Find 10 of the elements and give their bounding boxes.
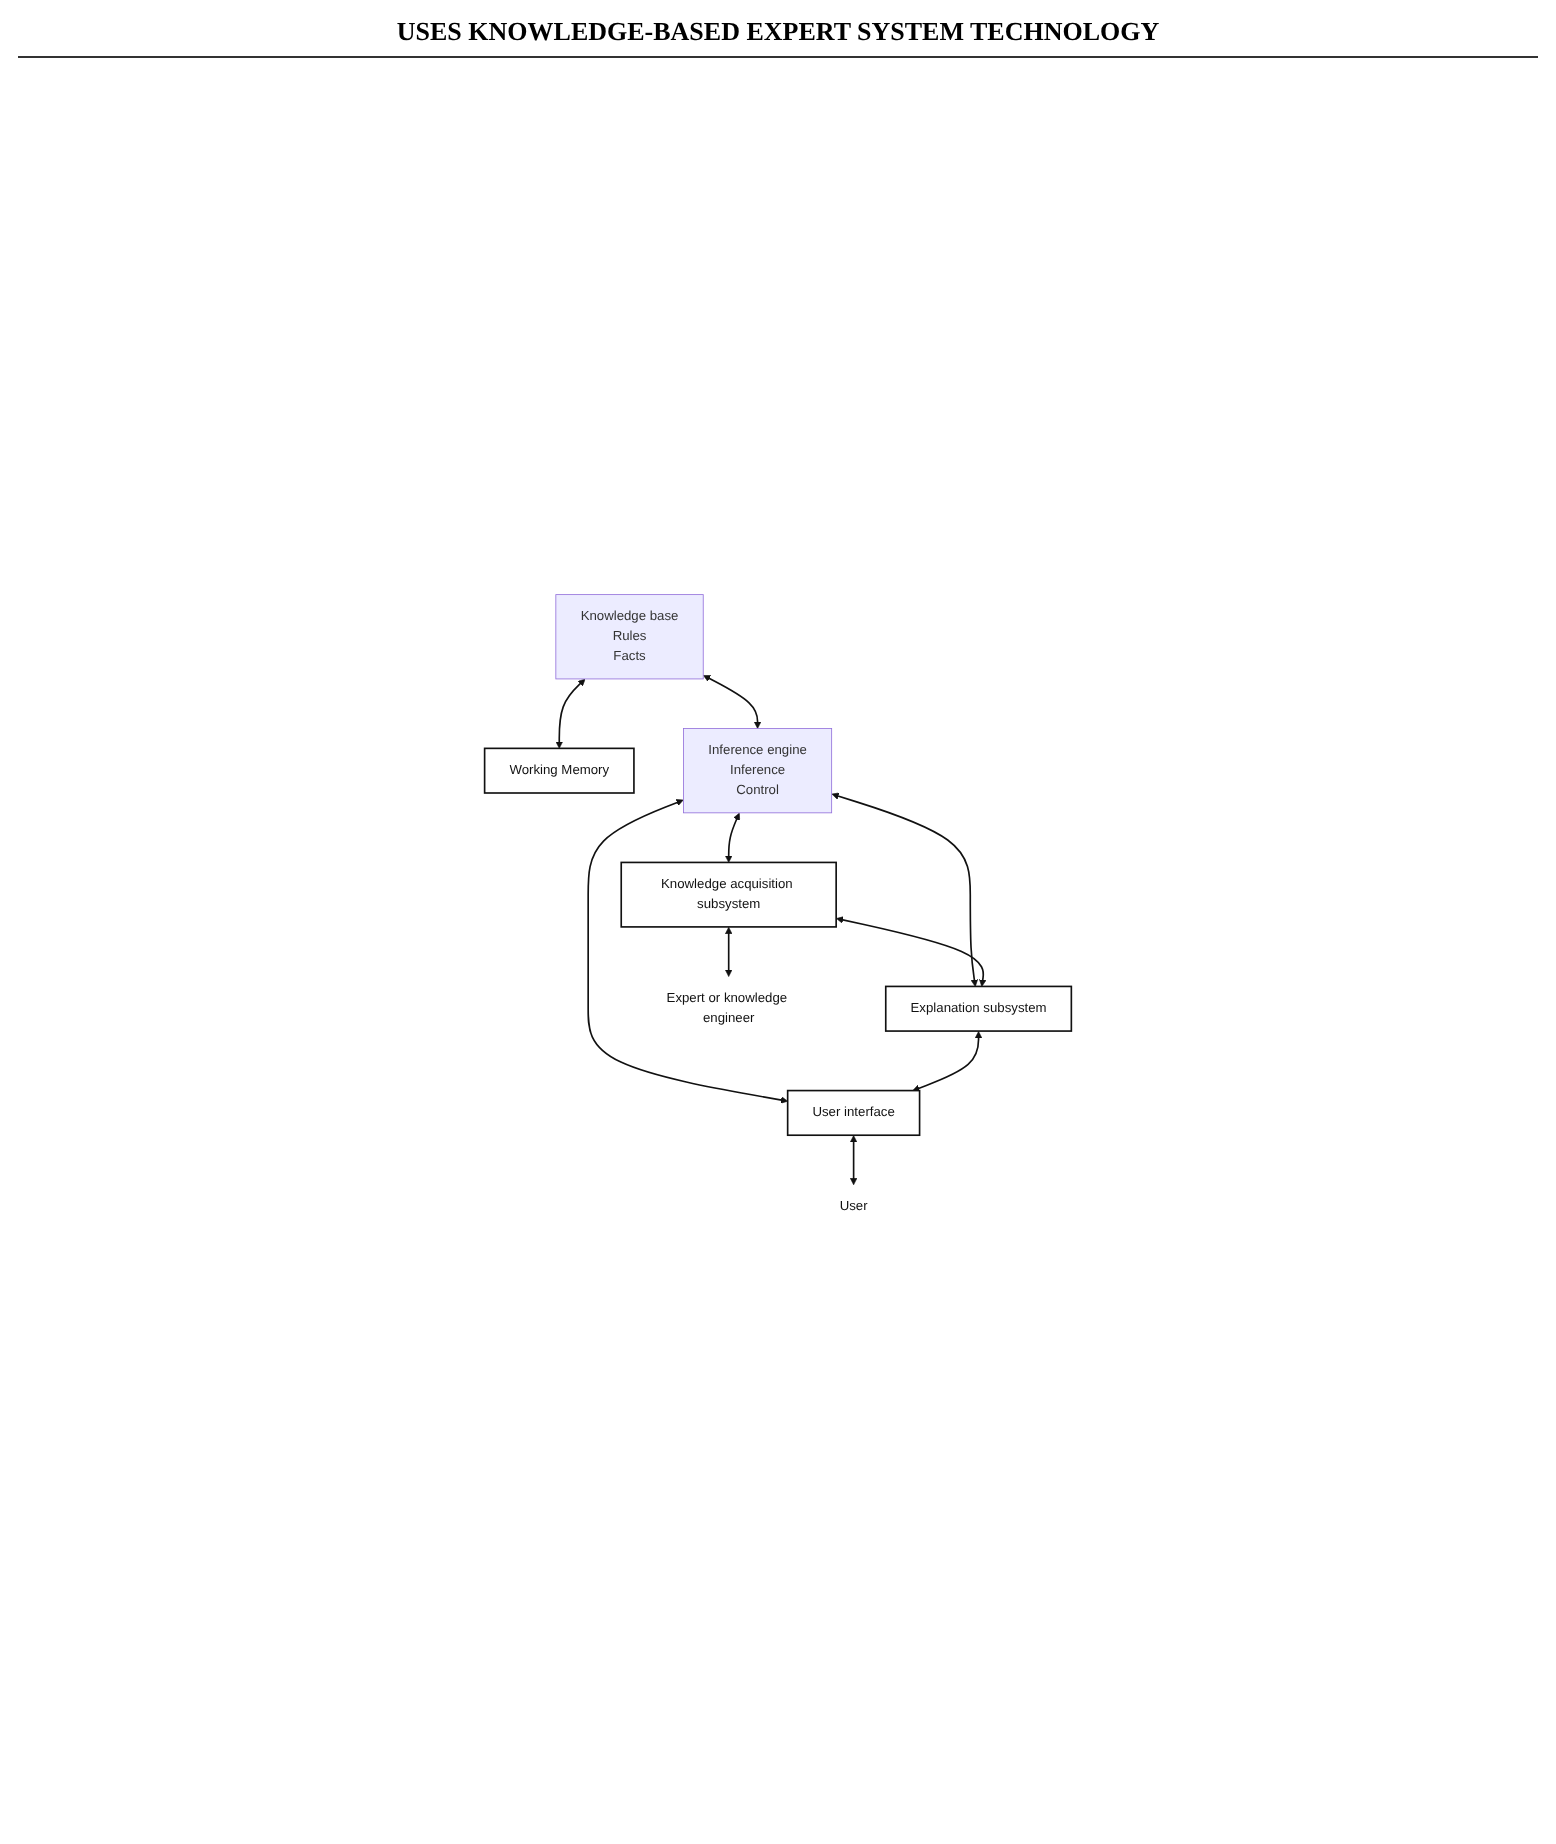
arrow xyxy=(587,800,788,1105)
arrow xyxy=(836,917,987,988)
diagram-title: USES KNOWLEDGE-BASED EXPERT SYSTEM TECHNOLOGY xyxy=(394,14,1162,50)
arrow xyxy=(725,927,733,978)
arrow xyxy=(555,679,586,750)
arrow xyxy=(831,793,978,988)
arrow xyxy=(912,1032,983,1093)
arrow xyxy=(725,813,740,864)
arrow xyxy=(703,676,762,730)
arrow xyxy=(850,1136,858,1187)
